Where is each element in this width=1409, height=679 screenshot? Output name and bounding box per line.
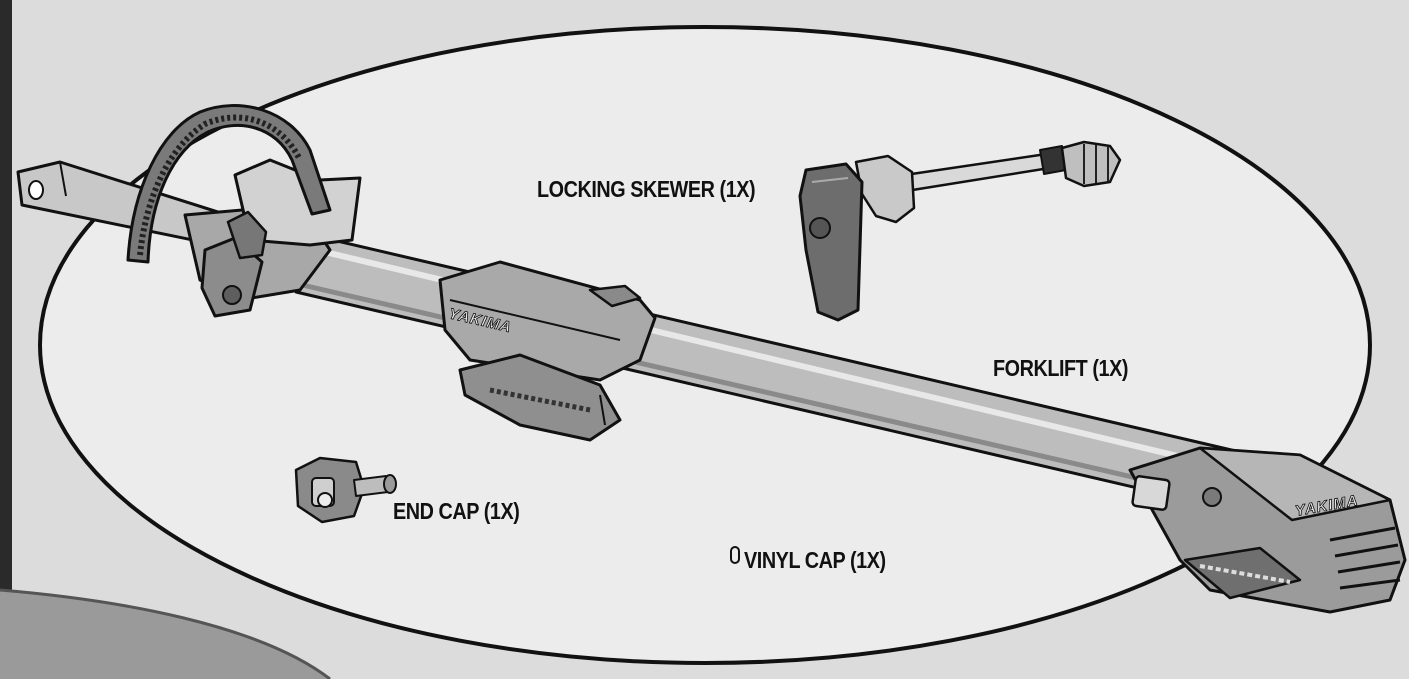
label-end-cap: END CAP (1X): [393, 498, 520, 524]
vinyl-cap-illustration: [730, 546, 740, 564]
end-cap-illustration: [294, 456, 397, 524]
locking-skewer-illustration: [798, 140, 1122, 322]
label-forklift: FORKLIFT (1X): [993, 355, 1129, 381]
forklift-illustration: YAKIMA YAKIMA: [16, 104, 1407, 614]
label-locking-skewer: LOCKING SKEWER (1X): [537, 176, 756, 202]
label-vinyl-cap: VINYL CAP (1X): [744, 547, 886, 573]
